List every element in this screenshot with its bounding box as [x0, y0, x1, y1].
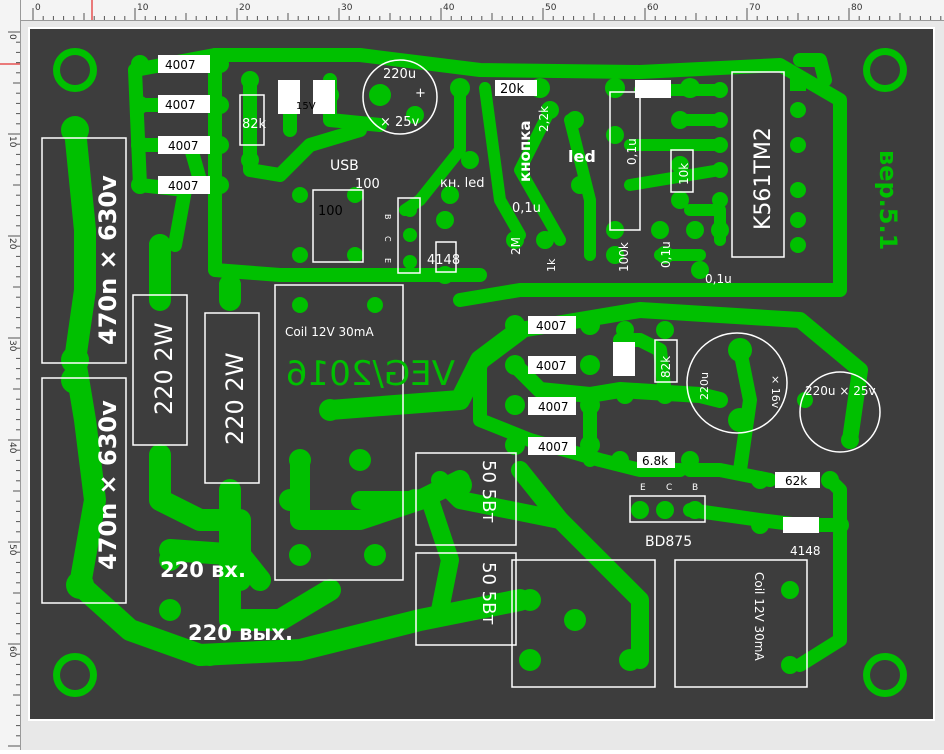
cap-25v-top-label: × 25v — [380, 115, 420, 130]
pads — [53, 48, 907, 697]
pcb-board-svg[interactable]: 4007 4007 4007 4007 4007 4007 4007 4007 … — [21, 21, 944, 750]
silk-text: 4007 4007 4007 4007 4007 4007 4007 4007 … — [94, 58, 876, 661]
cap-01u-c-label: 0,1u — [659, 241, 673, 268]
resistor-62k-label: 62k — [785, 474, 807, 488]
knopka-label: кнопка — [516, 120, 534, 182]
resistor-2m-label: 2M — [509, 237, 523, 255]
diode-4148-top-label: 4148 — [427, 253, 460, 268]
diode-d5-label: 4007 — [536, 319, 567, 333]
ruler-tick-label: 40 — [443, 3, 455, 13]
output-220-label: 220 вых. — [188, 621, 293, 645]
resistor-220-2w-a-label: 220 2W — [150, 323, 178, 415]
zener-24v-label: 24V — [620, 350, 633, 372]
usb-pin-b: B — [383, 214, 392, 220]
transistor-label: BD875 — [645, 534, 692, 550]
ruler-tick-label: 70 — [749, 3, 761, 13]
diode-d1-label: 4007 — [165, 58, 196, 72]
transistor-pin-e: E — [640, 483, 646, 493]
coil-right-label: Coil 12V 30mA — [752, 572, 766, 661]
ruler-tick-label: 60 — [7, 646, 17, 658]
resistor-10k-label: 10k — [677, 163, 691, 185]
left-ruler: 0 10 20 30 40 50 60 — [0, 0, 21, 750]
usb-value-label: 100 — [355, 177, 380, 192]
silkscreen — [41, 59, 881, 688]
version-mirrored-label: вер.5.1 — [874, 150, 902, 250]
diode-4148-bottom-label: 4148 — [790, 544, 821, 558]
diode-d4-label: 4007 — [168, 179, 199, 193]
resistor-1k-label: 1k — [545, 258, 558, 272]
cap-470n-b-label: 470n × 630v — [94, 400, 122, 570]
resistor-100k-label: 100k — [617, 242, 631, 272]
io-labels: 220 вх. 220 вых. — [160, 558, 293, 645]
cap-01u-b-label: 0,1u — [625, 138, 639, 165]
usb-pin-c: C — [383, 236, 392, 242]
ruler-tick-label: 40 — [7, 442, 17, 454]
copper-text: VEG/2016 вер.5.1 — [286, 150, 902, 394]
resistor-6-8k-label: 6.8k — [642, 454, 668, 468]
diode-d8-label: 4007 — [538, 440, 569, 454]
usb-pin-e: E — [383, 258, 392, 263]
cap-16v-mid-label: × 16v — [769, 375, 782, 409]
cap-plus-sign: + — [415, 86, 426, 101]
cap-220u-25v-right-label: 220u × 25v — [805, 384, 876, 398]
ruler-tick-label: 30 — [341, 3, 353, 13]
resistor-20k-label: 20k — [500, 82, 525, 97]
left-ruler-ticks: 0 10 20 30 40 50 60 — [0, 31, 20, 747]
ruler-tick-label: 80 — [851, 3, 863, 13]
ruler-tick-label: 60 — [647, 3, 659, 13]
component-boxes — [158, 55, 820, 533]
ruler-tick-label: 30 — [7, 340, 17, 352]
diode-d3-label: 4007 — [168, 139, 199, 153]
coil-top-label: Coil 12V 30mA — [285, 325, 374, 339]
ruler-tick-label: 50 — [545, 3, 557, 13]
cap-220u-top-label: 220u — [383, 67, 416, 82]
ic-label: K561TM2 — [751, 127, 776, 230]
resistor-220-2w-b-label: 220 2W — [221, 353, 249, 445]
ruler-tick-label: 50 — [7, 544, 17, 556]
ruler-tick-label: 20 — [7, 238, 17, 250]
resistor-2-2k-label: 2,2k — [537, 106, 551, 132]
diode-d7-label: 4007 — [538, 400, 569, 414]
input-220-label: 220 вх. — [160, 558, 246, 582]
transistor-pin-b: B — [692, 483, 698, 493]
diode-d6-label: 4007 — [536, 359, 567, 373]
resistor-82k-mid-label: 82k — [659, 356, 673, 378]
fuse-a-label: 50 5Вт — [478, 460, 499, 523]
ruler-tick-label: 10 — [137, 3, 149, 13]
veg-mirrored-label: VEG/2016 — [286, 354, 455, 394]
ruler-tick-label: 10 — [7, 136, 17, 148]
cap-220u-mid-label: 220u — [698, 372, 711, 400]
ruler-tick-label: 20 — [239, 3, 251, 13]
resistor-100-usb-label: 100 — [318, 204, 343, 219]
cap-470n-a-label: 470n × 630v — [94, 175, 122, 345]
ruler-tick-label: 0 — [7, 34, 17, 40]
cap-01u-d-label: 0,1u — [705, 272, 732, 286]
top-ruler-ticks: 0 10 20 30 40 50 60 70 80 — [32, 0, 942, 20]
pcb-canvas[interactable]: 4007 4007 4007 4007 4007 4007 4007 4007 … — [21, 21, 944, 750]
diode-d2-label: 4007 — [165, 98, 196, 112]
transistor-pin-c: C — [666, 483, 672, 493]
kn-led-label: кн. led — [440, 176, 484, 191]
cap-01u-a-label: 0,1u — [512, 201, 541, 216]
fuse-b-label: 50 5Вт — [478, 562, 499, 625]
led-label: led — [568, 147, 596, 166]
resistor-82k-top-label: 82k — [242, 117, 267, 132]
zener-15v-label: 15V — [296, 101, 316, 112]
ruler-tick-label: 0 — [35, 3, 41, 13]
usb-label: USB — [330, 158, 359, 174]
